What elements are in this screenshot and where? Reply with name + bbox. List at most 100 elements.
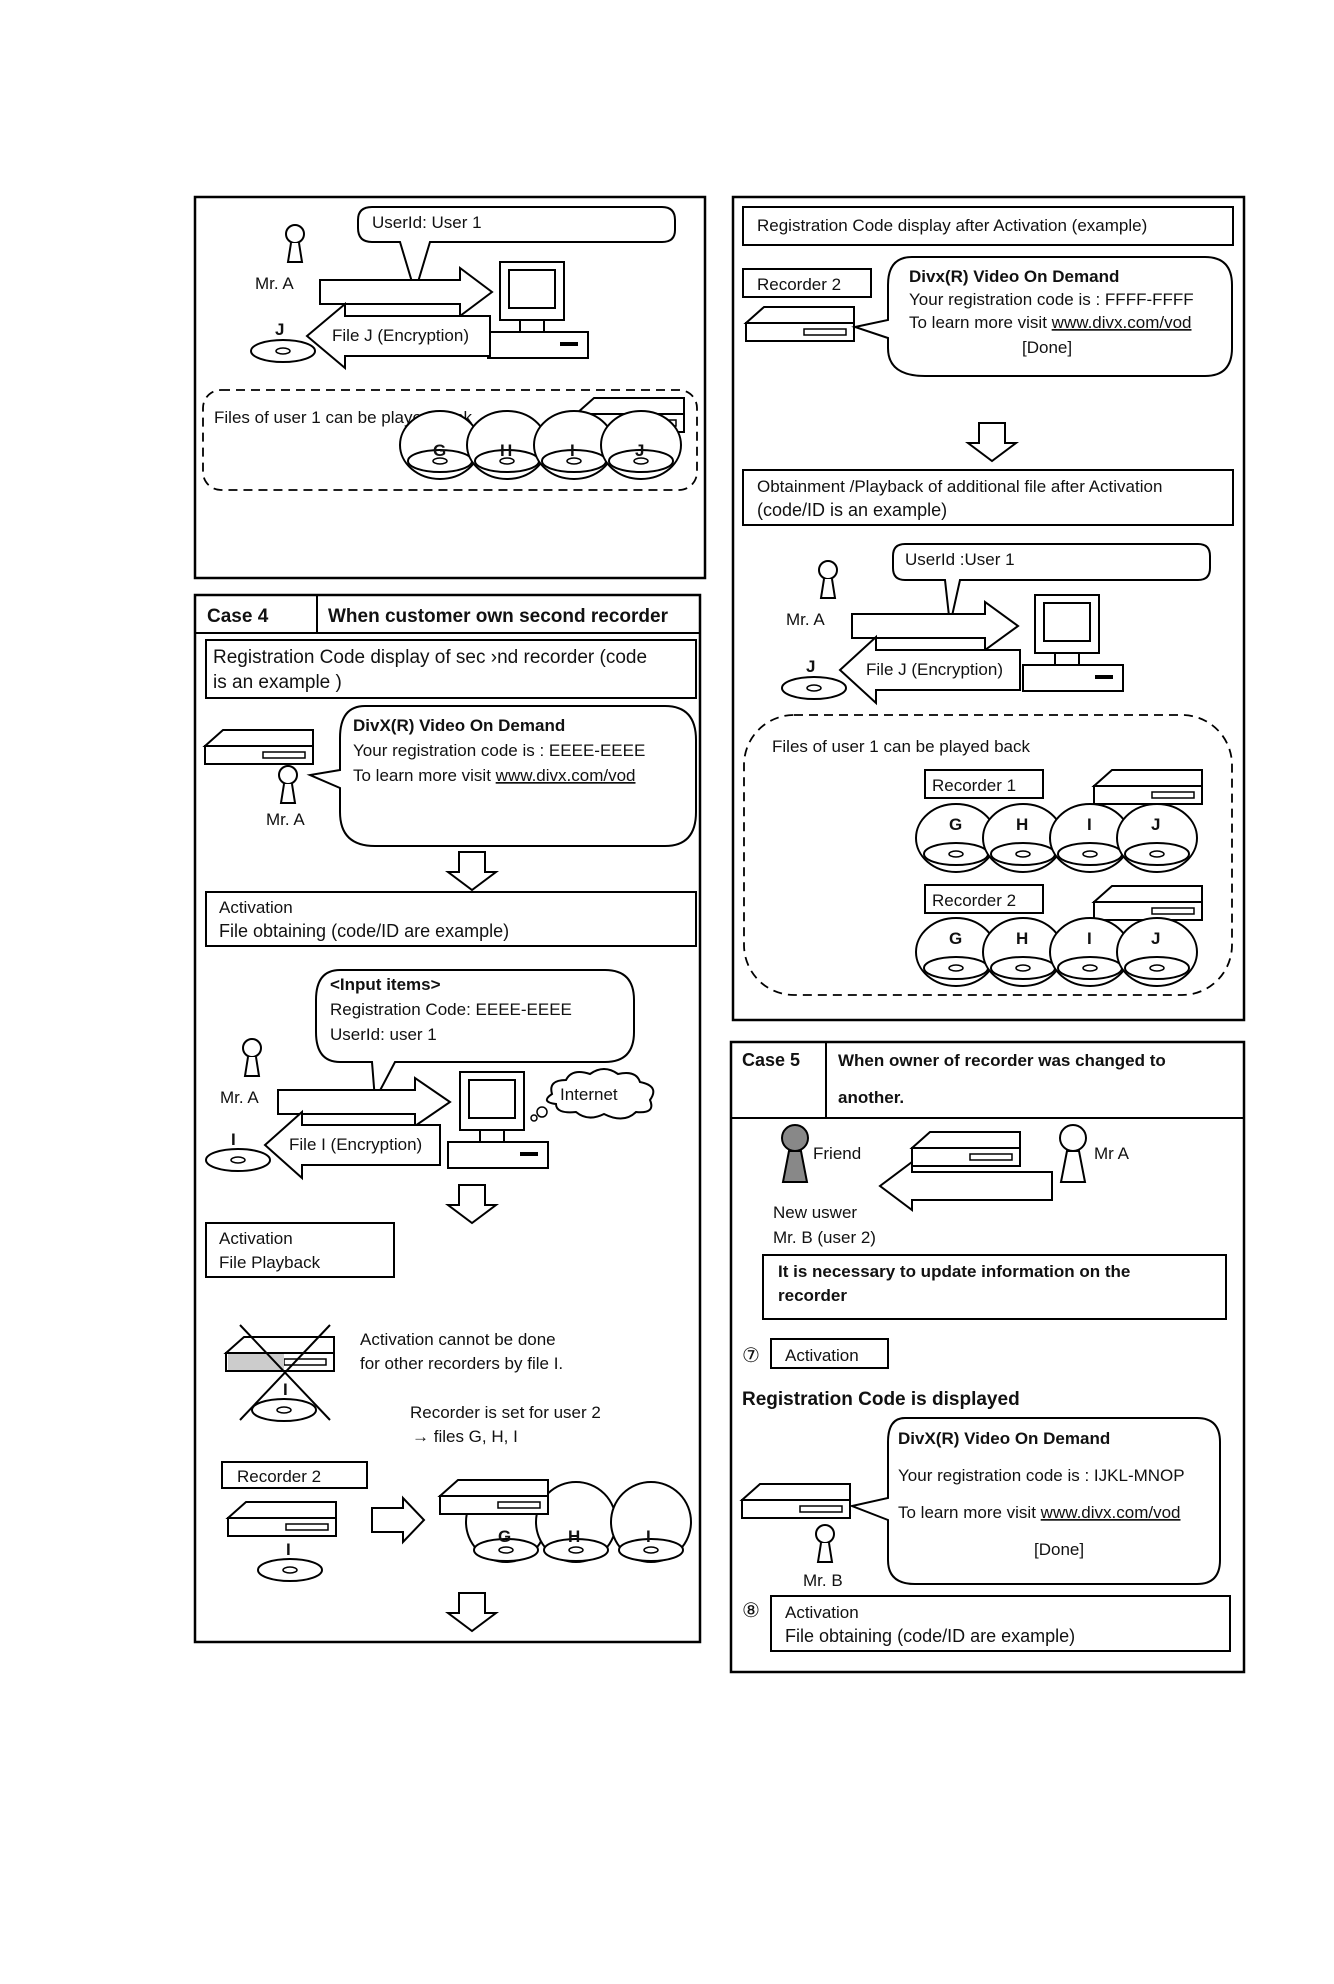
case5-vod-title: DivX(R) Video On Demand — [898, 1429, 1110, 1448]
obtain-line1: Obtainment /Playback of additional file … — [757, 477, 1162, 496]
case4-vod-line2: To learn more visit www.divx.com/vod — [353, 766, 636, 785]
case4-person-icon — [279, 766, 297, 803]
file-arrow-text: File J (Encryption) — [332, 326, 469, 345]
right-header-text: Registration Code display after Activati… — [757, 216, 1147, 235]
r2-disc-h-label: H — [1016, 929, 1028, 948]
case4-vod-title: DivX(R) Video On Demand — [353, 716, 565, 735]
r2-disc-g-label: G — [949, 929, 962, 948]
case4-vod-link[interactable]: www.divx.com/vod — [495, 766, 636, 785]
case4-label: Case 4 — [207, 606, 269, 627]
step8-line2: File obtaining (code/ID are example) — [785, 1626, 1075, 1646]
case5-vod-link[interactable]: www.divx.com/vod — [1040, 1503, 1181, 1522]
crossed-disc-label: I — [283, 1380, 288, 1399]
recorder1-icon — [1094, 770, 1202, 804]
r2-disc-i-label: I — [1087, 929, 1092, 948]
right-vod-prefix: To learn more visit — [909, 313, 1052, 332]
r1-disc-g-label: G — [949, 815, 962, 834]
case4-file-arrow-text: File I (Encryption) — [289, 1135, 422, 1154]
disc-j-label: J — [635, 441, 644, 460]
case4-person2-icon — [243, 1039, 261, 1076]
case4-activation-line1: Activation — [219, 898, 293, 917]
down-arrow-3 — [448, 1593, 496, 1631]
case4-bottom-disc-label: I — [286, 1540, 291, 1559]
case4-activation-line2: File obtaining (code/ID are example) — [219, 921, 509, 941]
down-arrow-2 — [448, 1185, 496, 1223]
step7-number: ⑦ — [742, 1345, 760, 1367]
case4-input-line1: Registration Code: EEEE-EEEE — [330, 1000, 572, 1019]
case4-title: When customer own second recorder — [328, 606, 669, 627]
r1-disc-h-label: H — [1016, 815, 1028, 834]
r1-disc-i-label: I — [1087, 815, 1092, 834]
case4-recorder-icon — [205, 730, 313, 764]
step8-number: ⑧ — [742, 1600, 760, 1622]
case5-vod-done[interactable]: [Done] — [1034, 1540, 1084, 1559]
case4-right-arrow — [278, 1078, 450, 1126]
case5-vod-line2: To learn more visit www.divx.com/vod — [898, 1503, 1181, 1522]
right-down-arrow — [968, 423, 1016, 461]
case4-input-line2: UserId: user 1 — [330, 1025, 437, 1044]
case5-vod-prefix: To learn more visit — [898, 1503, 1041, 1522]
computer-icon — [488, 262, 588, 358]
step8-line1: Activation — [785, 1603, 859, 1622]
update-box-line1: It is necessary to update information on… — [778, 1262, 1130, 1281]
cannot-text-line1: Activation cannot be done — [360, 1330, 556, 1349]
disc-label: J — [275, 320, 284, 339]
crossed-disc-icon — [252, 1399, 316, 1421]
recorder-set-line1: Recorder is set for user 2 — [410, 1403, 601, 1422]
right-vod-line1: Your registration code is : FFFF-FFFF — [909, 290, 1194, 309]
reg-displayed-title: Registration Code is displayed — [742, 1389, 1020, 1410]
right-zone-text: Files of user 1 can be played back — [772, 737, 1030, 756]
mr-a-label: Mr A — [1094, 1144, 1130, 1163]
down-arrow — [448, 852, 496, 890]
case4-person2-label: Mr. A — [220, 1088, 259, 1107]
step7-label: Activation — [785, 1346, 859, 1365]
case4-small-right-arrow — [372, 1498, 424, 1542]
case4-vod-prefix: To learn more visit — [353, 766, 496, 785]
right-recorder-icon — [746, 307, 854, 341]
right-recorder2b-label: Recorder 2 — [932, 891, 1016, 910]
person-icon — [286, 225, 304, 262]
case4-person-label: Mr. A — [266, 810, 305, 829]
friend-label: Friend — [813, 1144, 861, 1163]
top-left-panel — [195, 197, 705, 578]
recorder2b-icon — [1094, 886, 1202, 920]
case4-disc-label: I — [231, 1130, 236, 1149]
case4-input-title: <Input items> — [330, 975, 441, 994]
case5-title-line1: When owner of recorder was changed to — [838, 1051, 1166, 1070]
disc-h-label: H — [500, 441, 512, 460]
case5-label: Case 5 — [742, 1050, 800, 1070]
right-vod-line2: To learn more visit www.divx.com/vod — [909, 313, 1192, 332]
result-disc-i — [611, 1482, 691, 1562]
recorder1-label: Recorder 1 — [932, 776, 1016, 795]
case5-recorder-icon — [912, 1132, 1020, 1166]
new-user-line1: New uswer — [773, 1203, 857, 1222]
case5-vod-line1: Your registration code is : IJKL-MNOP — [898, 1466, 1185, 1485]
case4-playback-line1: Activation — [219, 1229, 293, 1248]
case4-vod-line1: Your registration code is : EEEE-EEEE — [353, 741, 645, 760]
r2-disc-j-label: J — [1151, 929, 1160, 948]
friend-icon — [782, 1125, 808, 1182]
recorder2-label: Recorder 2 — [237, 1467, 321, 1486]
case4-reg-box-line1: Registration Code display of sec ›nd rec… — [213, 647, 647, 668]
right-vod-done[interactable]: [Done] — [1022, 338, 1072, 357]
case4-disc-icon — [206, 1149, 270, 1171]
right-person-icon — [819, 561, 837, 598]
case4-reg-box-line2: is an example ) — [213, 672, 342, 693]
disc-icon — [251, 340, 315, 362]
right-person-label: Mr. A — [786, 610, 825, 629]
right-vod-link[interactable]: www.divx.com/vod — [1051, 313, 1192, 332]
internet-label: Internet — [560, 1085, 618, 1104]
case4-bottom-disc — [258, 1559, 322, 1581]
r1-disc-j-label: J — [1151, 815, 1160, 834]
case4-playback-line2: File Playback — [219, 1253, 321, 1272]
update-box-line2: recorder — [778, 1286, 847, 1305]
disc-g-label: G — [433, 441, 446, 460]
new-user-line2: Mr. B (user 2) — [773, 1228, 876, 1247]
case4-recorder2-icon — [228, 1502, 336, 1536]
obtain-line2: (code/ID is an example) — [757, 500, 947, 520]
right-disc-label: J — [806, 657, 815, 676]
result-disc-i-label: I — [646, 1527, 651, 1546]
mr-b-label: Mr. B — [803, 1571, 843, 1590]
right-recorder2-label: Recorder 2 — [757, 275, 841, 294]
